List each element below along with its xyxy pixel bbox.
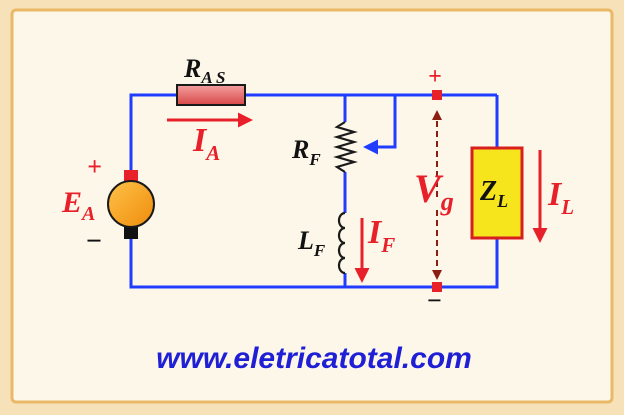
vg-label: Vg — [414, 166, 454, 216]
terminal-bottom — [432, 282, 442, 292]
rheostat-wiper-arrow — [363, 95, 397, 155]
zl-label: ZL — [479, 176, 508, 211]
rf-label: RF — [291, 135, 321, 169]
dc-generator-icon — [107, 170, 155, 239]
generator-minus-sign: − — [86, 226, 102, 257]
terminal-minus-sign: − — [427, 286, 442, 315]
terminal-top — [432, 90, 442, 100]
wire-left-top — [129, 93, 177, 180]
lf-label: LF — [297, 226, 326, 260]
il-label: IL — [547, 176, 574, 219]
rheostat-icon — [333, 121, 358, 173]
ea-label: EA — [61, 186, 95, 225]
terminal-plus-sign: + — [428, 64, 442, 90]
inner-panel — [12, 10, 612, 402]
load-impedance-icon — [470, 146, 524, 240]
generator-plus-sign: + — [87, 152, 102, 181]
if-label: IF — [367, 214, 395, 257]
resistor-icon — [176, 84, 246, 106]
inductor-icon — [337, 211, 346, 275]
ia-label: IA — [192, 122, 220, 165]
ras-label: RA S — [183, 54, 225, 87]
website-footer: www.eletricatotal.com — [156, 342, 472, 375]
panel-border — [10, 8, 614, 404]
